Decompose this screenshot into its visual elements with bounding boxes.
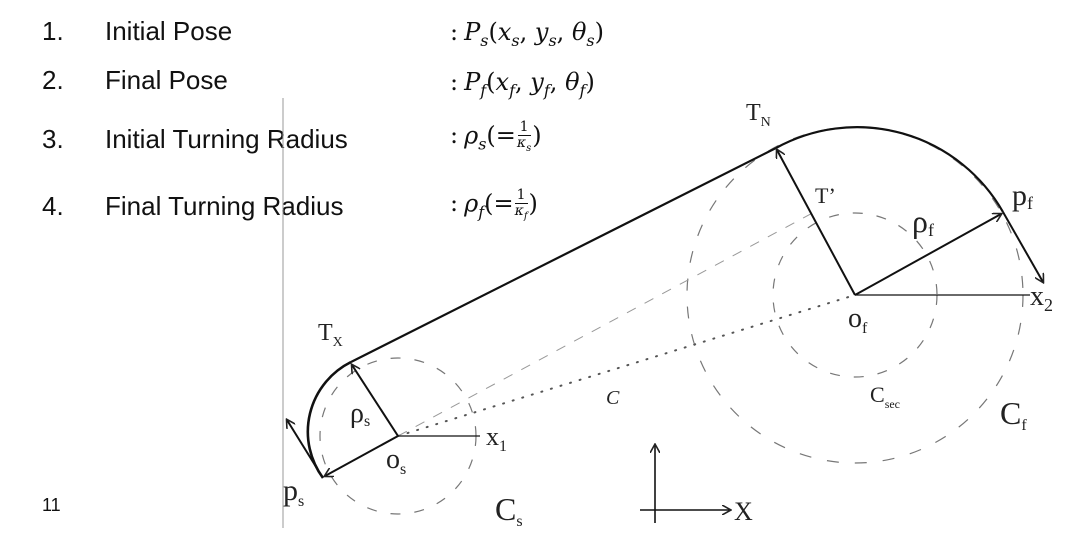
ps-heading-arrow [287,420,319,471]
label-os: os [386,444,406,478]
list-number: 1. [42,16,64,46]
list-label: Initial Pose [105,16,233,46]
label-tprime: T’ [815,183,836,208]
page-number: 11 [42,495,61,515]
formula-initial-pose: :Ps(xs, ys, θs) [450,18,604,50]
tangent-path [350,147,777,363]
label-cs: Cs [495,491,523,530]
label-tn: TN [746,100,771,130]
list-number: 4. [42,191,64,221]
list-label: Final Turning Radius [105,191,344,221]
label-pf: pf [1012,179,1033,213]
list-label: Initial Turning Radius [105,124,348,154]
rho-f-vector [854,214,1001,296]
start-arc [306,360,352,479]
label-rho-s: ρs [350,398,370,430]
list-number: 2. [42,65,64,95]
list-number: 3. [42,124,64,154]
center-line-c [397,294,856,437]
label-x-axis: X [734,497,753,526]
of-to-tn-line [777,150,856,296]
list-label: Final Pose [105,65,228,95]
formula-final-pose: :Pf(xf, yf, θf) [450,68,595,100]
label-x1: x1 [486,422,507,455]
label-c: C [606,387,620,409]
label-of: of [848,303,868,337]
final-arc [775,126,1004,213]
label-x2: x2 [1030,281,1053,315]
label-ps: ps [283,474,304,510]
label-tx: TX [318,320,343,350]
label-csec: Csec [870,382,900,411]
label-cf: Cf [1000,395,1027,434]
pf-heading-arrow [1002,211,1043,282]
label-rho-f: ρf [912,203,934,240]
rho-s-vector [352,365,399,437]
os-to-ps-vector [325,435,399,476]
